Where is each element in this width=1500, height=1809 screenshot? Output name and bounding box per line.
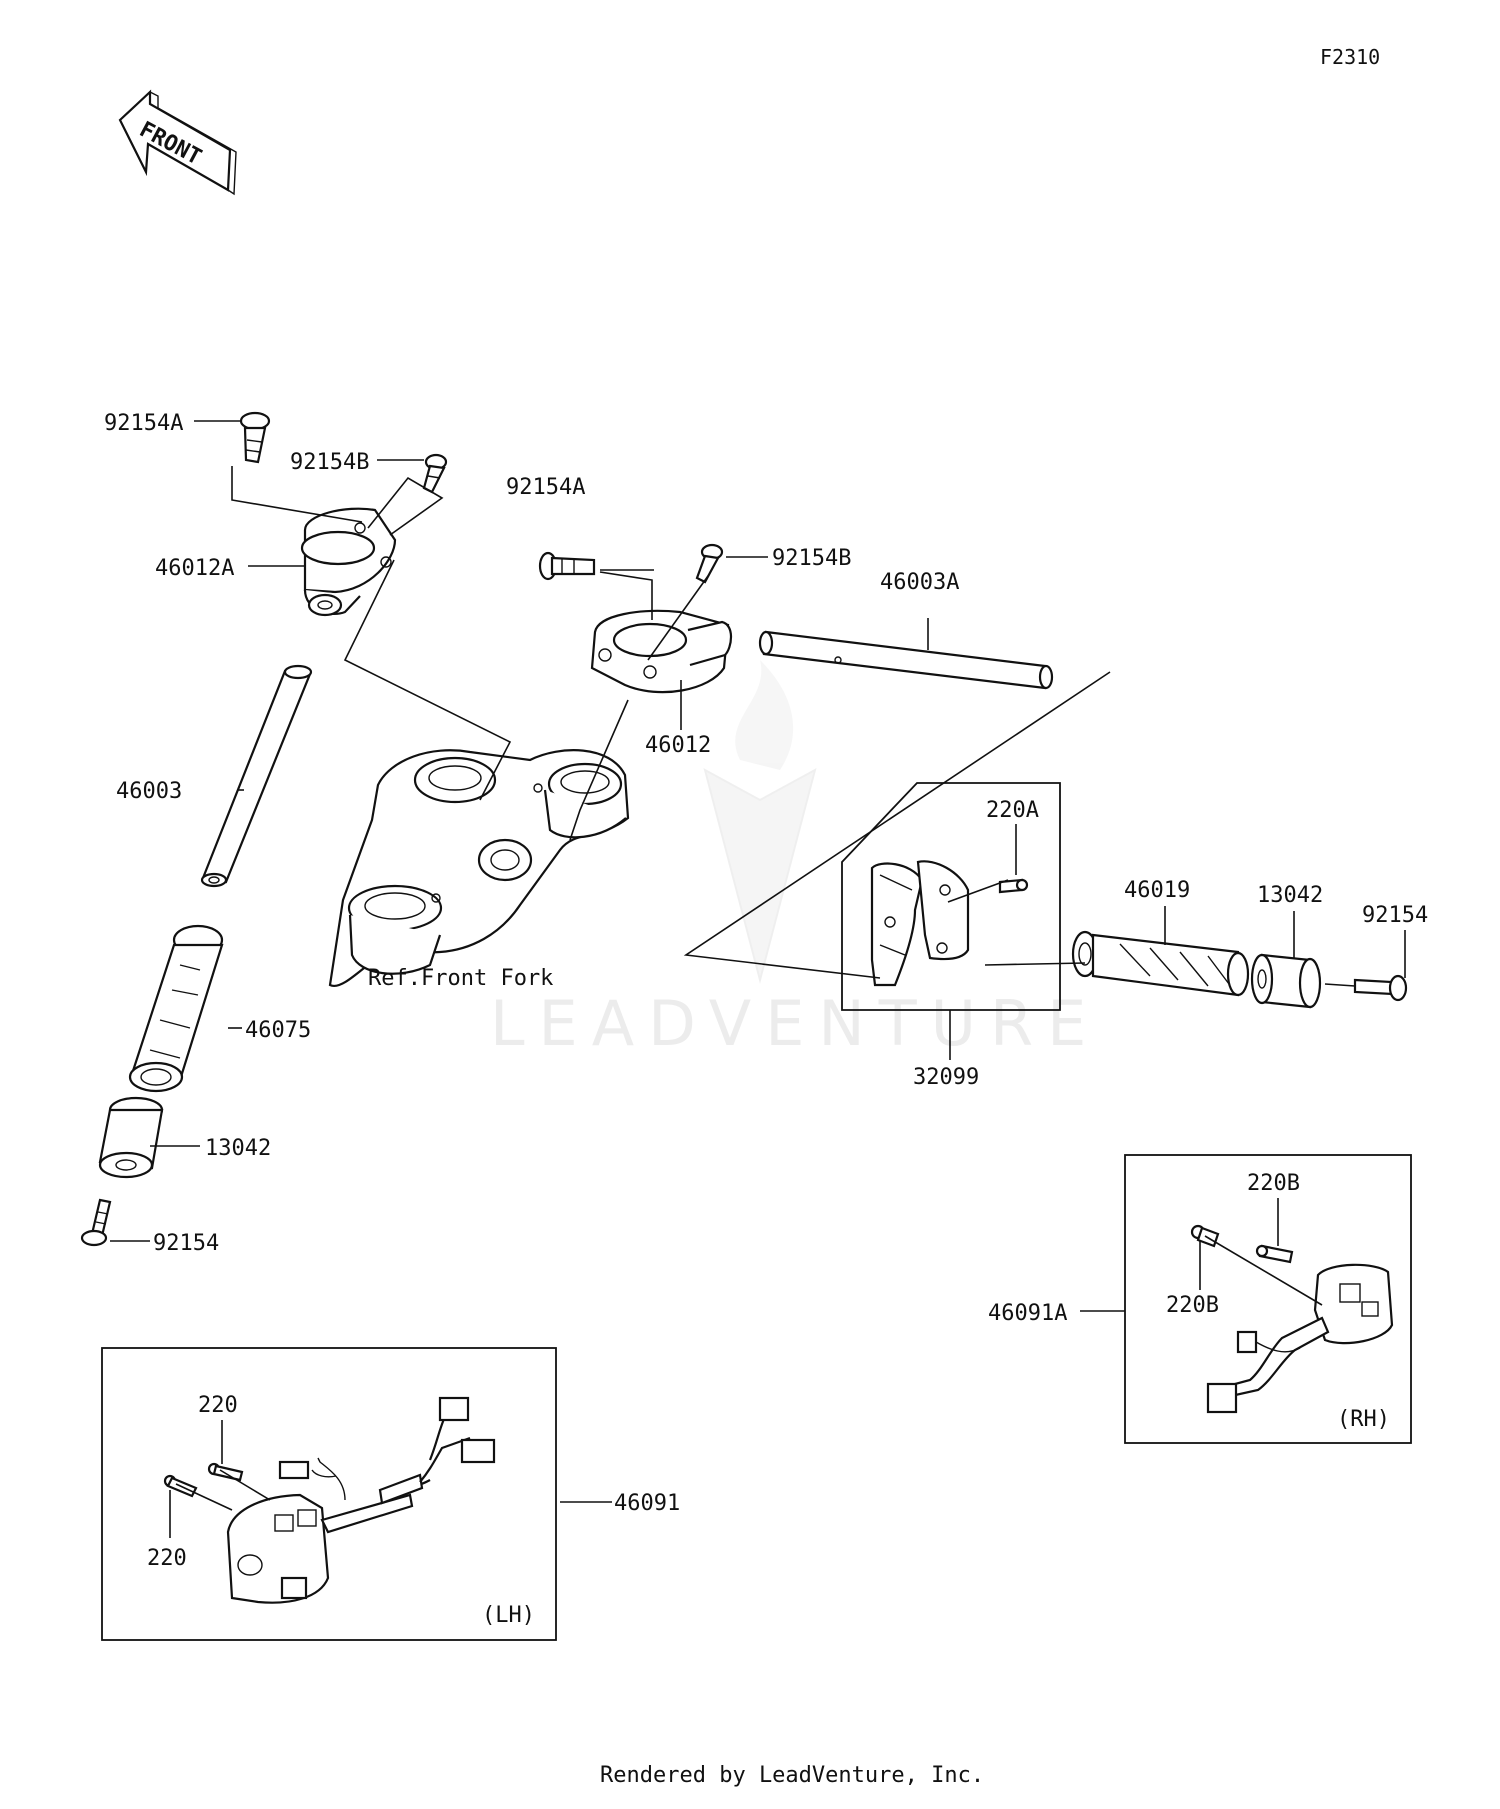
lh-tag: (LH): [482, 1603, 535, 1628]
label-32099: 32099: [913, 1065, 979, 1090]
triple-clamp: [328, 749, 630, 988]
label-ref-front-fork: Ref.Front Fork: [368, 966, 553, 991]
label-92154A-right: 92154A: [506, 475, 585, 500]
label-46012A: 46012A: [155, 556, 234, 581]
weight-13042-right: [1250, 953, 1322, 1009]
holder-46012: [590, 609, 733, 694]
label-220-top: 220: [198, 1393, 238, 1418]
handlebar-46003A: [758, 630, 1054, 690]
screw-220B-upper: [1255, 1244, 1294, 1264]
bolt-92154A-left: [239, 411, 271, 464]
front-arrow-icon: FRONT: [118, 89, 237, 196]
bolt-92154B-right: [695, 543, 724, 584]
label-92154-left: 92154: [153, 1231, 219, 1256]
label-46012: 46012: [645, 733, 711, 758]
switch-46091A: [1206, 1263, 1394, 1414]
label-220B-side: 220B: [1166, 1293, 1219, 1318]
rh-tag: (RH): [1337, 1407, 1390, 1432]
watermark: LEADVENTURE: [490, 660, 1100, 1060]
label-92154B-left: 92154B: [290, 450, 369, 475]
label-13042-left: 13042: [205, 1136, 271, 1161]
watermark-logo: [703, 660, 817, 984]
housing-32099: [841, 782, 1061, 1011]
label-46091: 46091: [614, 1491, 680, 1516]
bolt-92154A-right: [538, 551, 596, 581]
label-92154A-left: 92154A: [104, 411, 183, 436]
label-13042-right: 13042: [1257, 883, 1323, 908]
bolt-92154B-left: [422, 453, 448, 494]
label-46003: 46003: [116, 779, 182, 804]
bolt-92154-left: [80, 1198, 112, 1247]
grip-46075: [128, 924, 224, 1093]
leader-lines: [110, 420, 1406, 1538]
label-46091A: 46091A: [988, 1301, 1067, 1326]
figure-code: F2310: [1320, 45, 1380, 69]
label-220-side: 220: [147, 1546, 187, 1571]
footer-credit: Rendered by LeadVenture, Inc.: [600, 1763, 984, 1788]
label-220B-top: 220B: [1247, 1171, 1300, 1196]
bolt-92154-right: [1353, 974, 1408, 1002]
label-220A: 220A: [986, 798, 1039, 823]
handlebar-46003: [200, 664, 313, 888]
label-92154-right: 92154: [1362, 903, 1428, 928]
label-46019: 46019: [1124, 878, 1190, 903]
label-46003A: 46003A: [880, 570, 959, 595]
screw-220-upper: [207, 1462, 244, 1482]
switch-46091: [226, 1396, 496, 1604]
screw-220A: [998, 878, 1029, 894]
holder-46012A: [300, 507, 397, 617]
watermark-text: LEADVENTURE: [490, 987, 1100, 1060]
weight-13042-left: [98, 1096, 164, 1179]
label-92154B-right: 92154B: [772, 546, 851, 571]
label-46075: 46075: [245, 1018, 311, 1043]
grip-46019: [1071, 930, 1250, 997]
rh-switch-box: [1124, 1154, 1412, 1444]
lh-switch-box: [101, 1347, 557, 1641]
